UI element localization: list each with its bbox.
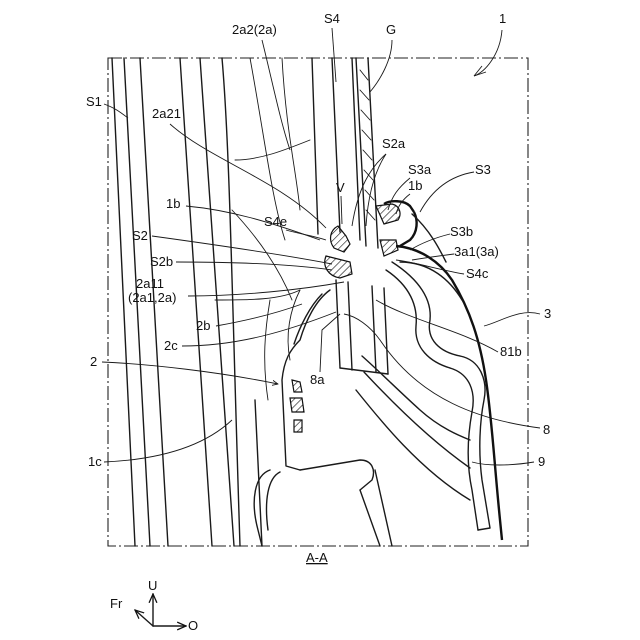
label-S2: S2: [132, 228, 148, 243]
label-S4e: S4e: [264, 214, 287, 229]
label-S4c: S4c: [466, 266, 489, 281]
axis-out-label: O: [188, 618, 198, 633]
label-2a1-2a: (2a1,2a): [128, 290, 176, 305]
label-3: 3: [544, 306, 551, 321]
pillar-inner-body: [254, 460, 392, 546]
label-9: 9: [538, 454, 545, 469]
label-S3b: S3b: [450, 224, 473, 239]
label-1: 1: [499, 11, 506, 26]
label-81b: 81b: [500, 344, 522, 359]
label-2a2: 2a2(2a): [232, 22, 277, 37]
label-G: G: [386, 22, 396, 37]
label-V: V: [336, 180, 345, 195]
label-8a: 8a: [310, 372, 325, 387]
section-label: A-A: [306, 550, 328, 565]
direction-indicator: U Fr O: [110, 578, 198, 633]
label-2a21: 2a21: [152, 106, 181, 121]
axis-up-label: U: [148, 578, 157, 593]
label-3a1: 3a1(3a): [454, 244, 499, 259]
label-8: 8: [543, 422, 550, 437]
label-1c: 1c: [88, 454, 102, 469]
seal-S4: [312, 58, 360, 240]
label-2: 2: [90, 354, 97, 369]
label-S4: S4: [324, 11, 340, 26]
lower-channel: [336, 280, 388, 374]
label-1b-left: 1b: [166, 196, 180, 211]
label-S3: S3: [475, 162, 491, 177]
label-S2a: S2a: [382, 136, 406, 151]
label-S2b: S2b: [150, 254, 173, 269]
seal-section-hatched: [290, 204, 400, 432]
label-2c: 2c: [164, 338, 178, 353]
label-S3a: S3a: [408, 162, 432, 177]
label-1b-top: 1b: [408, 178, 422, 193]
label-2a11: 2a11: [136, 276, 164, 291]
inner-panel-8-9: [282, 262, 490, 530]
labels: 1 S4 G 2a2(2a) S1 2a21 S2a S3a S3 V 1b 1…: [86, 11, 551, 469]
axis-front-label: Fr: [110, 596, 123, 611]
label-2b: 2b: [196, 318, 210, 333]
label-S1: S1: [86, 94, 102, 109]
